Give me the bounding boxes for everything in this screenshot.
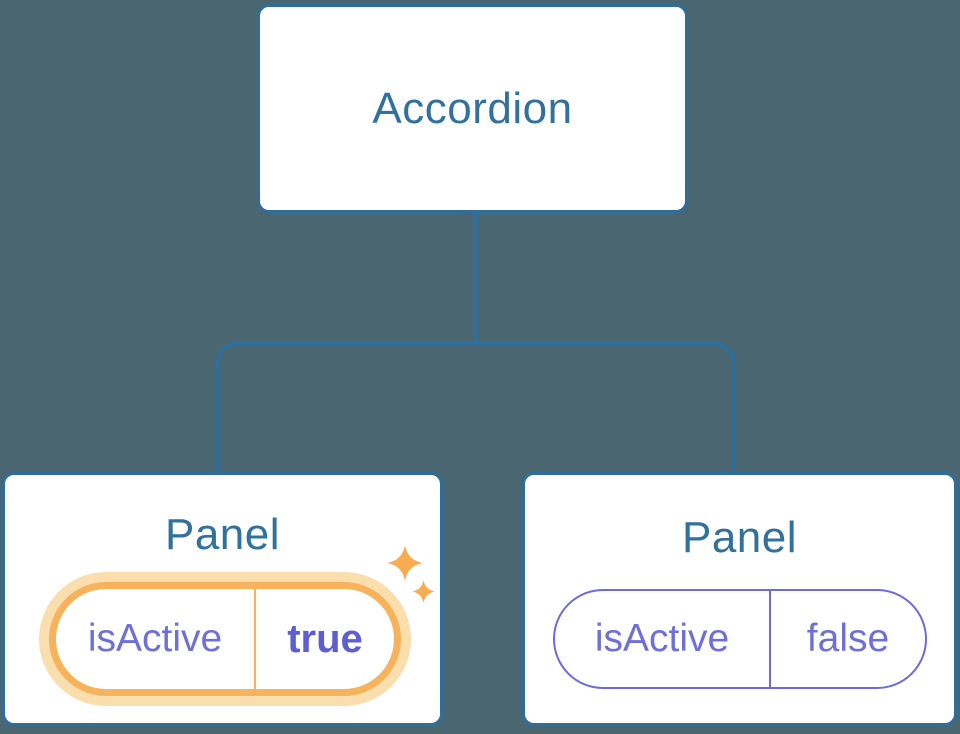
accordion-node-label: Accordion xyxy=(372,83,573,133)
state-key-label: isActive xyxy=(594,617,730,660)
state-key-label: isActive xyxy=(87,617,223,660)
panel-inactive-title: Panel xyxy=(681,513,798,562)
state-value-label: false xyxy=(806,617,890,660)
pill-divider xyxy=(254,589,256,689)
sparkle-icon xyxy=(412,580,435,603)
branch-line xyxy=(215,341,736,474)
accordion-node: Accordion xyxy=(257,4,688,213)
state-value-label: true xyxy=(287,616,363,661)
pill-divider xyxy=(769,591,771,687)
panel-active-title: Panel xyxy=(164,510,281,559)
state-pill-inactive: isActive false xyxy=(553,589,927,689)
state-pill-active: isActive true xyxy=(49,582,401,696)
sparkle-icon xyxy=(387,545,423,581)
